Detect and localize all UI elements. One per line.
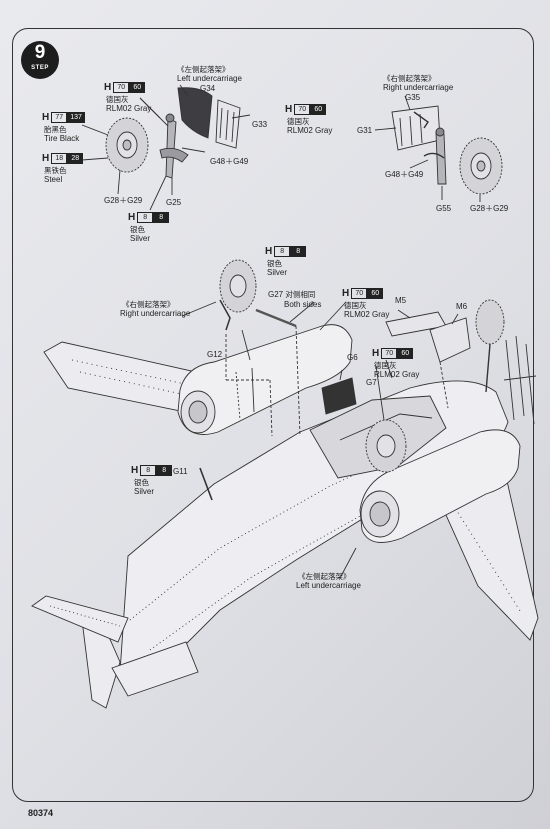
both-sides-note: Both sides	[284, 300, 322, 309]
part-label-g33: G33	[252, 120, 268, 129]
paint-name-tire-en: Tire Black	[44, 134, 80, 143]
paint-name-steel-en: Steel	[44, 175, 63, 184]
part-label-g28-g29: G28＋G29	[104, 196, 143, 205]
part-label-m5: M5	[395, 296, 407, 305]
paint-name-silver-cn: 银色	[130, 225, 145, 234]
paint-name-silver-left-en: Silver	[134, 487, 155, 496]
paint-name-gray-b-cn: 德国灰	[374, 361, 397, 370]
gear-door-g34	[177, 87, 213, 139]
part-label-g11: G11	[173, 467, 188, 476]
aircraft-assembly	[31, 259, 539, 709]
part-label-g31: G31	[357, 126, 373, 135]
paint-name-gray-right-cn: 德国灰	[287, 117, 310, 126]
paint-name-gray-a-cn: 德国灰	[344, 301, 367, 310]
right-undercarriage-main-title-en: Right undercarriage	[120, 309, 191, 318]
top-left-undercarriage-assembly	[81, 84, 251, 211]
left-undercarriage-main-title-cn: 《左侧起落架》	[298, 572, 351, 581]
paint-name-tire-cn: 胎黑色	[44, 125, 67, 134]
paint-name-gray-en: RLM02 Gray	[106, 104, 152, 113]
paint-name-silver-left-cn: 银色	[134, 478, 149, 487]
gear-strut-g55	[435, 131, 447, 185]
paint-name-silver-top-cn: 银色	[267, 259, 282, 268]
right-undercarriage-title-en: Right undercarriage	[383, 83, 454, 92]
right-engine-nacelle	[359, 429, 521, 543]
part-label-g27: G27 对侧相同	[268, 290, 316, 299]
step-badge: 9 STEP	[21, 41, 59, 79]
antenna-rod-g11	[199, 467, 213, 501]
top-right-undercarriage-assembly	[374, 95, 503, 202]
right-tailplane	[111, 641, 199, 697]
paint-name-silver-top-en: Silver	[267, 268, 288, 277]
paint-name-silver-en: Silver	[130, 234, 151, 243]
paint-name-steel-cn: 黑铁色	[44, 166, 67, 175]
paint-name-gray-right-en: RLM02 Gray	[287, 126, 333, 135]
left-undercarriage-main-title-en: Left undercarriage	[296, 581, 361, 590]
part-label-g48-g49-right: G48＋G49	[385, 170, 424, 179]
paint-name-gray-a-en: RLM02 Gray	[344, 310, 390, 319]
left-engine-nacelle	[177, 324, 353, 435]
paint-name-gray-b-en: RLM02 Gray	[374, 370, 420, 379]
part-label-g7: G7	[366, 378, 377, 387]
part-label-g25: G25	[166, 198, 182, 207]
left-tailplane	[31, 595, 129, 643]
part-label-g35: G35	[405, 93, 421, 102]
right-undercarriage-main-title-cn: 《右侧起落架》	[122, 300, 175, 309]
part-label-m6: M6	[456, 302, 468, 311]
part-label-g12: G12	[207, 350, 223, 359]
gear-door-m6	[429, 317, 471, 363]
left-undercarriage-title-en: Left undercarriage	[177, 74, 242, 83]
instrument-panel-g6	[321, 377, 357, 415]
page-number: 80374	[28, 808, 54, 818]
part-label-g55: G55	[436, 204, 452, 213]
radar-antenna	[503, 335, 537, 425]
nose-wheel	[475, 299, 505, 345]
fuselage	[119, 380, 509, 677]
gear-door-g33	[215, 99, 241, 149]
step-number: 9	[34, 42, 46, 63]
step-word: STEP	[31, 65, 49, 71]
right-undercarriage-title-cn: 《右侧起落架》	[383, 74, 436, 83]
part-label-g6: G6	[347, 353, 358, 362]
part-label-g28-g29-right: G28＋G29	[470, 204, 509, 213]
strut-g27	[255, 308, 297, 328]
paint-name-gray-cn: 德国灰	[106, 95, 129, 104]
left-undercarriage-title-cn: 《左侧起落架》	[177, 65, 230, 74]
part-label-g34: G34	[200, 84, 216, 93]
part-label-g48-g49: G48＋G49	[210, 157, 249, 166]
